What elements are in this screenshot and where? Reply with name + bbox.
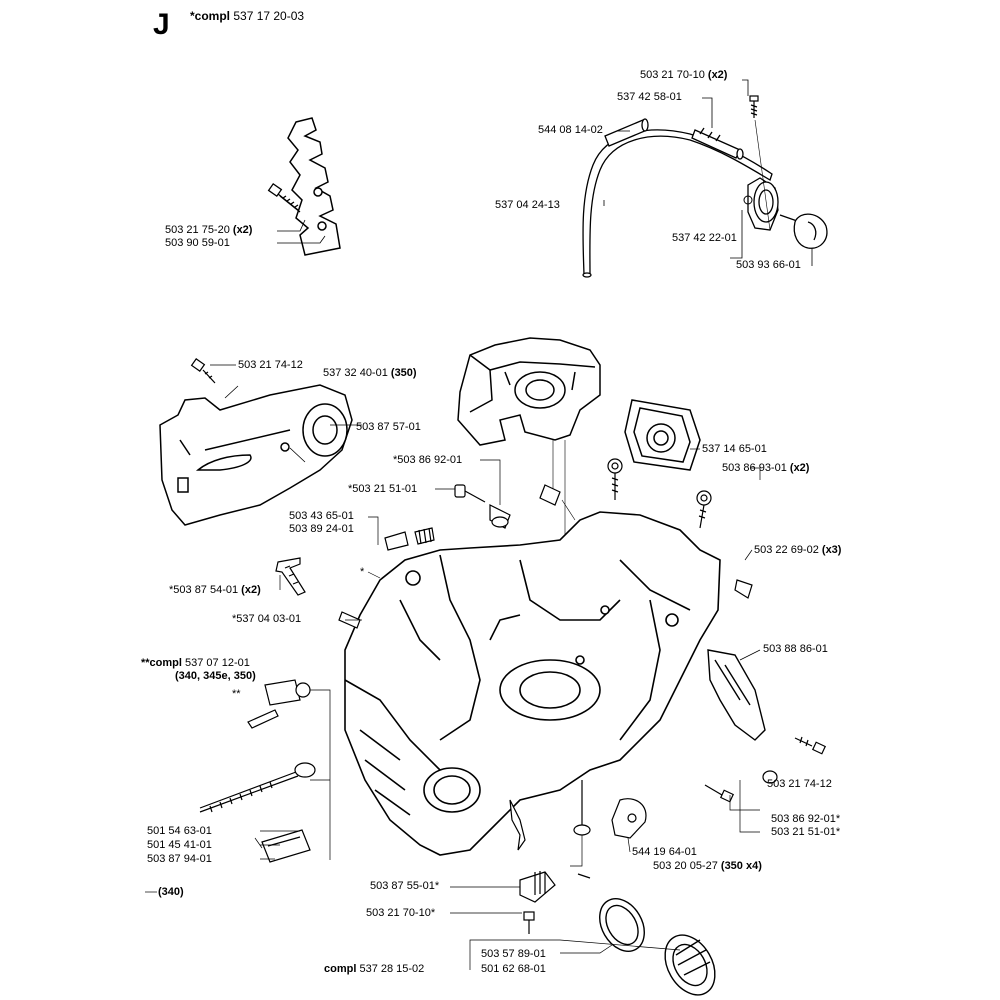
cylinder-cover-part bbox=[457, 337, 601, 446]
part-label[interactable]: 503 57 89-01 bbox=[481, 948, 546, 960]
part-label[interactable]: (340, 345e, 350) bbox=[175, 670, 256, 682]
crankcase-part bbox=[344, 511, 721, 856]
part-label[interactable]: 537 04 24-13 bbox=[495, 199, 560, 211]
part-label[interactable]: 503 87 94-01 bbox=[147, 853, 212, 865]
return-valve-part bbox=[691, 127, 744, 160]
part-label[interactable]: 503 87 55-01* bbox=[370, 880, 440, 892]
part-label[interactable]: *503 86 92-01 bbox=[393, 454, 463, 466]
bottom-screw-part bbox=[573, 780, 591, 836]
part-label[interactable]: compl 537 28 15-02 bbox=[324, 963, 425, 975]
part-label[interactable]: 503 86 93-01 (x2) bbox=[722, 462, 810, 474]
part-label[interactable]: 503 20 05-27 (350 x4) bbox=[653, 860, 762, 872]
heat-shield-part bbox=[707, 649, 766, 741]
part-label[interactable]: (340) bbox=[158, 886, 184, 898]
spring-part bbox=[384, 527, 435, 551]
part-label[interactable]: 503 86 92-01* bbox=[771, 813, 841, 825]
chain-tensioner-part bbox=[199, 679, 316, 863]
part-label[interactable]: 503 21 70-10 (x2) bbox=[640, 69, 728, 81]
part-label[interactable]: 537 14 65-01 bbox=[702, 443, 767, 455]
stud-part bbox=[454, 484, 511, 529]
part-label[interactable]: 503 93 66-01 bbox=[736, 259, 801, 271]
part-label[interactable]: **compl 537 07 12-01 bbox=[141, 657, 250, 669]
part-label[interactable]: 503 22 69-02 (x3) bbox=[754, 544, 842, 556]
wing-nut-part bbox=[607, 458, 712, 529]
fuel-cap-part bbox=[599, 898, 716, 996]
hose-piece-part bbox=[604, 118, 649, 147]
section-letter: J bbox=[153, 8, 170, 41]
part-label[interactable]: 537 42 58-01 bbox=[617, 91, 682, 103]
bumper-screw-part bbox=[267, 182, 301, 213]
part-label[interactable]: 501 62 68-01 bbox=[481, 963, 546, 975]
part-label[interactable]: 544 08 14-02 bbox=[538, 124, 603, 136]
part-label[interactable]: 503 87 57-01 bbox=[356, 421, 421, 433]
part-label[interactable]: 503 21 74-12 bbox=[238, 359, 303, 371]
anti-vibration-part bbox=[519, 871, 556, 934]
part-label[interactable]: 503 89 24-01 bbox=[289, 523, 354, 535]
part-label[interactable]: 501 54 63-01 bbox=[147, 825, 212, 837]
part-label[interactable]: ** bbox=[232, 688, 241, 700]
assembly-title-prefix: *compl bbox=[190, 9, 231, 23]
bracket-part bbox=[611, 798, 647, 839]
bumper-spike-part bbox=[287, 117, 341, 256]
part-label[interactable]: 503 21 74-12 bbox=[767, 778, 832, 790]
part-label[interactable]: 537 42 22-01 bbox=[672, 232, 737, 244]
part-label[interactable]: 537 32 40-01 (350) bbox=[323, 367, 417, 379]
primer-screw-part bbox=[749, 95, 759, 118]
screw-right-part bbox=[704, 736, 827, 803]
fuel-hose-part bbox=[582, 129, 773, 278]
air-filter-part bbox=[624, 399, 701, 471]
part-label[interactable]: 503 21 75-20 (x2) bbox=[165, 224, 253, 236]
cover-screw-part bbox=[190, 358, 216, 384]
tank-vent-part bbox=[275, 557, 306, 596]
part-label[interactable]: 503 90 59-01 bbox=[165, 237, 230, 249]
assembly-title: *compl 537 17 20-03 bbox=[190, 9, 304, 23]
filler-pipe-part bbox=[509, 799, 591, 879]
primer-bulb-part bbox=[747, 177, 828, 249]
part-label[interactable]: 503 21 51-01* bbox=[771, 826, 841, 838]
part-label[interactable]: *537 04 03-01 bbox=[232, 613, 302, 625]
clutch-cover-part bbox=[159, 384, 353, 526]
assembly-title-number: 537 17 20-03 bbox=[230, 9, 305, 23]
part-label[interactable]: 544 19 64-01 bbox=[632, 846, 697, 858]
part-label[interactable]: *503 21 51-01 bbox=[348, 483, 418, 495]
part-label[interactable]: 503 21 70-10* bbox=[366, 907, 436, 919]
part-label[interactable]: 503 88 86-01 bbox=[763, 643, 828, 655]
part-label[interactable]: 501 45 41-01 bbox=[147, 839, 212, 851]
part-label[interactable]: * bbox=[360, 566, 365, 578]
clamp-part bbox=[734, 579, 753, 599]
clip-part bbox=[539, 484, 561, 506]
part-label[interactable]: 503 43 65-01 bbox=[289, 510, 354, 522]
part-label[interactable]: *503 87 54-01 (x2) bbox=[169, 584, 261, 596]
